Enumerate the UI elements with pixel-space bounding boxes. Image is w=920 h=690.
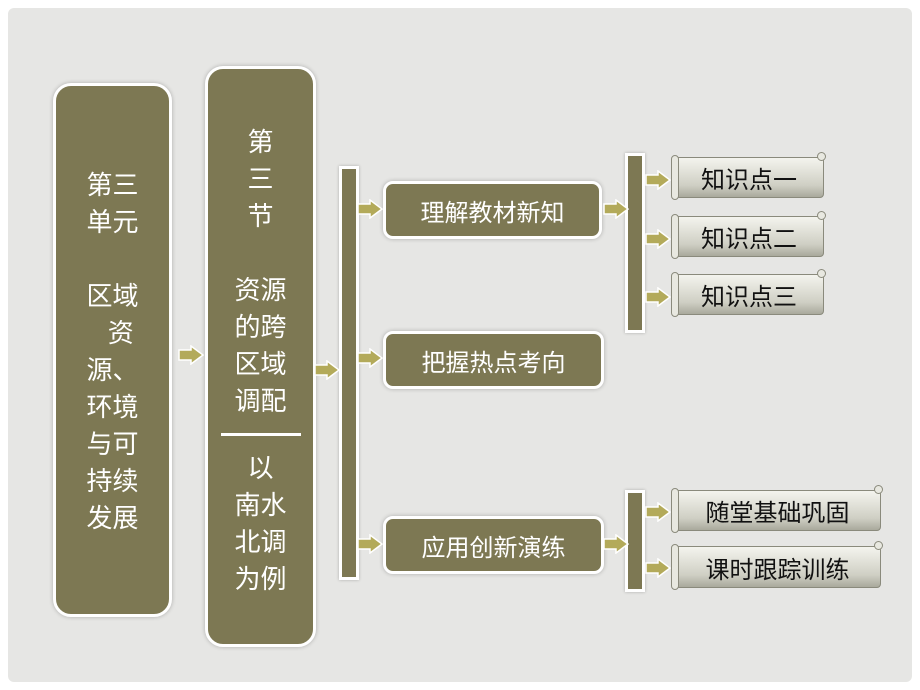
unit-line: 区域 <box>86 282 139 312</box>
arrow-right-icon <box>178 344 205 366</box>
section-title: 第三节资源的跨区域调配 <box>208 125 313 421</box>
unit-box: 第三单元区域 资源、环境与可持续发展 <box>53 83 172 617</box>
scroll-label: 知识点三 <box>701 283 797 311</box>
arrow-right-icon <box>314 359 341 381</box>
arrow-right-icon <box>645 286 672 308</box>
scroll-knowledge-2: 知识点二 <box>671 211 826 259</box>
unit-line: 持续 <box>86 467 139 497</box>
section-line: 为例 <box>234 565 287 595</box>
bracket-bar <box>625 490 645 592</box>
section-subtitle: 以南水北调为例 <box>208 451 313 599</box>
unit-line: 与可 <box>86 430 139 460</box>
scroll-label: 随堂基础巩固 <box>705 499 850 527</box>
unit-line: 第三 <box>86 171 139 201</box>
unit-text: 第三单元区域 资源、环境与可持续发展 <box>56 168 169 538</box>
arrow-right-icon <box>645 501 672 523</box>
middle-box-apply: 应用创新演练 <box>383 516 604 574</box>
divider <box>221 433 301 436</box>
arrow-right-icon <box>603 198 630 220</box>
scroll-practice-2: 课时跟踪训练 <box>671 541 883 590</box>
bracket-bar <box>625 153 645 333</box>
middle-label: 理解教材新知 <box>420 198 565 227</box>
arrow-right-icon <box>645 169 672 191</box>
arrow-right-icon <box>603 533 630 555</box>
scroll-label: 课时跟踪训练 <box>705 555 850 584</box>
unit-line: 资 <box>91 319 134 349</box>
section-line: 调配 <box>234 387 287 417</box>
unit-line: 环境 <box>86 393 139 423</box>
arrow-right-icon <box>357 533 384 555</box>
unit-line: 源、 <box>86 356 139 386</box>
section-line: 以 <box>247 454 274 484</box>
section-line: 区域 <box>234 350 287 380</box>
arrow-right-icon <box>645 228 672 250</box>
scroll-knowledge-1: 知识点一 <box>671 152 826 200</box>
scroll-practice-1: 随堂基础巩固 <box>671 485 883 533</box>
section-line: 资源 <box>234 276 287 306</box>
section-line: 的跨 <box>234 313 287 343</box>
section-line: 节 <box>247 202 274 232</box>
arrow-right-icon <box>357 347 384 369</box>
middle-box-hotspot: 把握热点考向 <box>383 331 604 389</box>
section-box: 第三节资源的跨区域调配 以南水北调为例 <box>205 66 316 647</box>
arrow-right-icon <box>645 557 672 579</box>
scroll-label: 知识点二 <box>701 225 797 253</box>
scroll-label: 知识点一 <box>701 166 797 194</box>
middle-box-understand: 理解教材新知 <box>383 181 602 239</box>
unit-line: 单元 <box>86 208 139 238</box>
arrow-right-icon <box>357 198 384 220</box>
section-line: 南水 <box>234 491 287 521</box>
section-line: 第 <box>247 128 274 158</box>
scroll-knowledge-3: 知识点三 <box>671 269 826 317</box>
section-line: 三 <box>247 165 274 195</box>
middle-label: 把握热点考向 <box>421 348 566 377</box>
unit-line: 发展 <box>86 504 139 534</box>
bracket-bar <box>339 166 359 580</box>
section-line: 北调 <box>234 528 287 558</box>
middle-label: 应用创新演练 <box>421 533 566 562</box>
